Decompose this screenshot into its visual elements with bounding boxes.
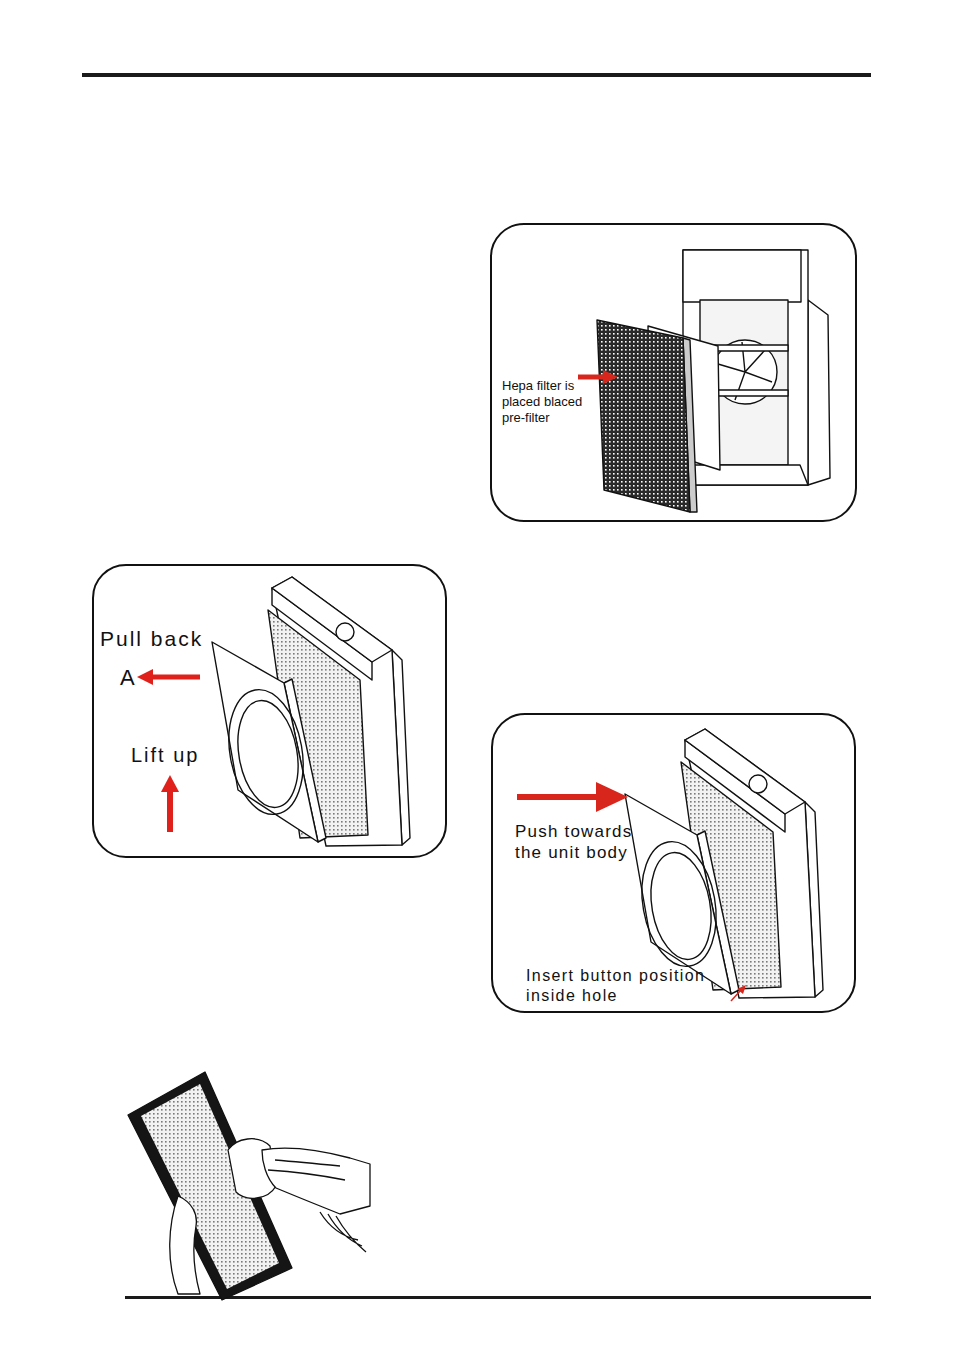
- wiping-hand: [262, 1148, 370, 1214]
- callout-text: A: [120, 666, 160, 690]
- pointer-shaft: [731, 990, 741, 1001]
- arrow-head: [161, 775, 179, 792]
- footer-rule: [125, 1296, 871, 1299]
- push-arrow: [517, 782, 628, 812]
- logo-circle: [749, 775, 767, 793]
- illustration-frame: Hepa filter is placed blaced pre-filter: [490, 223, 857, 522]
- holding-hand: [170, 1196, 200, 1294]
- front-panel: [212, 642, 318, 842]
- lift-arrow: [161, 775, 179, 832]
- pull-arrow: [137, 669, 200, 685]
- front-panel: [625, 794, 731, 994]
- callout-text: Hepa filter is placed blaced pre-filter: [502, 378, 598, 426]
- illustration-frame: Push towards the unit bodyInsert button …: [491, 713, 856, 1013]
- filter-mesh: [141, 1084, 279, 1289]
- arrow-shaft: [517, 794, 600, 800]
- arrow-shaft: [167, 790, 173, 832]
- illustration-frame: Pull backA Lift up: [92, 564, 447, 858]
- cleaning-illustration: [128, 1072, 370, 1300]
- unit-base: [690, 465, 808, 485]
- panel-ring: [230, 696, 306, 812]
- insert-arrow: [578, 370, 618, 384]
- arrow-shaft: [150, 675, 200, 680]
- pointer-head: [737, 985, 746, 994]
- arrow-head: [603, 370, 618, 384]
- callout-text: Push towards the unit body: [515, 821, 640, 863]
- finger-lines: [268, 1160, 345, 1180]
- panel-ring: [220, 684, 313, 821]
- opened-unit-illustration: [212, 577, 410, 846]
- button-pointer: [731, 985, 746, 1001]
- callout-text: Insert button position inside hole: [526, 966, 726, 1006]
- arrow-head: [596, 782, 628, 812]
- sleeve-lines: [320, 1212, 366, 1252]
- header-rule: [82, 73, 871, 77]
- purifier-illustration: [597, 250, 830, 512]
- top-cap: [683, 250, 801, 302]
- arrow-shaft: [578, 375, 606, 380]
- opened-unit-illustration: [625, 729, 823, 998]
- side-panel: [808, 300, 830, 485]
- panel-ring: [633, 836, 726, 973]
- logo-circle: [336, 623, 354, 641]
- callout-text: Pull back: [100, 627, 240, 651]
- hepa-filter: [597, 320, 690, 512]
- callout-text: Lift up: [131, 744, 251, 767]
- panel-ring: [643, 848, 719, 964]
- filter-frame: [128, 1072, 292, 1300]
- arrow-head: [137, 669, 153, 685]
